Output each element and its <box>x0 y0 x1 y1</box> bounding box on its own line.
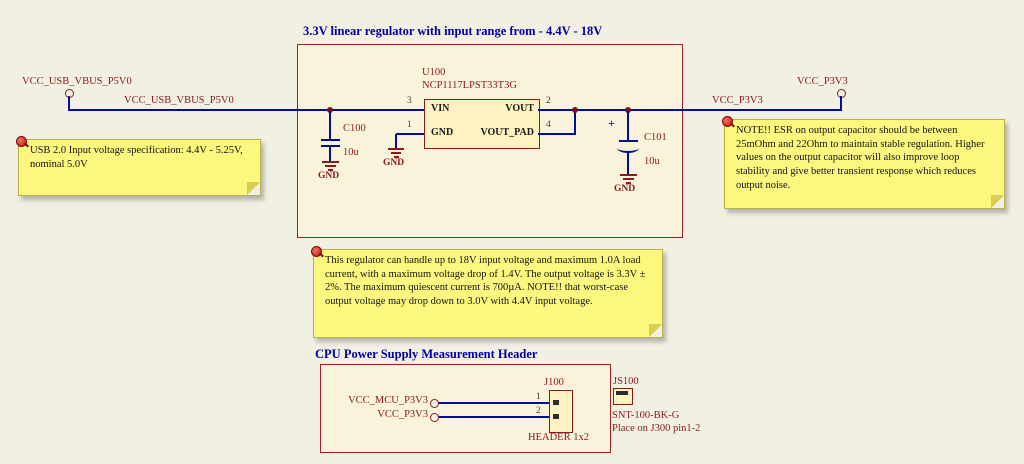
c100-plate-bottom <box>321 145 340 147</box>
pin-number-3: 3 <box>407 96 412 106</box>
mcu-net-terminal-icon[interactable] <box>430 399 439 408</box>
wire-c100-bottom[interactable] <box>329 147 331 161</box>
u100-designator[interactable]: U100 <box>422 67 446 78</box>
note-regulator-limits[interactable]: This regulator can handle up to 18V inpu… <box>311 246 663 338</box>
note-output-esr[interactable]: NOTE!! ESR on output capacitor should be… <box>722 116 1005 209</box>
wire-vout-pad-joint[interactable] <box>574 109 576 135</box>
j100-pin-number-2: 2 <box>536 406 541 416</box>
p3v3-net-label[interactable]: VCC_P3V3 <box>377 409 428 420</box>
js100-part-number[interactable]: SNT-100-BK-G <box>612 410 680 421</box>
gnd-bar <box>620 174 637 176</box>
pin-number-4: 4 <box>546 120 551 130</box>
c100-designator[interactable]: C100 <box>343 123 366 134</box>
gnd-bar <box>394 156 399 158</box>
gnd-bar <box>328 169 333 171</box>
pin-number-1: 1 <box>407 120 412 130</box>
input-net-label[interactable]: VCC_USB_VBUS_P5V0 <box>124 95 234 106</box>
wire-c101-bottom[interactable] <box>627 151 629 174</box>
gnd-label-c100[interactable]: GND <box>318 171 340 181</box>
js100-shunt-bar <box>616 391 628 395</box>
right-port-label[interactable]: VCC_P3V3 <box>797 76 848 87</box>
p3v3-net-terminal-icon[interactable] <box>430 413 439 422</box>
note-pin-icon <box>16 136 27 147</box>
j100-body[interactable] <box>549 390 573 433</box>
wire-left-port-drop[interactable] <box>68 96 70 111</box>
pin-name-vout: VOUT <box>505 103 534 114</box>
c101-designator[interactable]: C101 <box>644 132 667 143</box>
note-usb-input[interactable]: USB 2.0 Input voltage specification: 4.4… <box>16 136 261 196</box>
note-pin-icon <box>722 116 733 127</box>
gnd-label-c101[interactable]: GND <box>614 184 636 194</box>
note-fold-corner-icon <box>649 324 662 337</box>
c101-value[interactable]: 10u <box>644 156 660 167</box>
gnd-bar <box>322 161 339 163</box>
wire-c100-top[interactable] <box>329 111 331 139</box>
u100-body[interactable] <box>424 99 540 149</box>
wire-mcu-net[interactable] <box>437 402 549 404</box>
j100-pad-2 <box>553 414 559 419</box>
wire-gnd-pin-stub[interactable] <box>396 133 424 135</box>
junction-dot-c100 <box>327 107 333 113</box>
note-usb-input-text: USB 2.0 Input voltage specification: 4.4… <box>30 145 243 170</box>
note-output-esr-text: NOTE!! ESR on output capacitor should be… <box>736 125 985 191</box>
j100-pad-1 <box>553 400 559 405</box>
note-pin-icon <box>311 246 322 257</box>
gnd-bar <box>623 178 634 180</box>
gnd-label-pin1[interactable]: GND <box>383 158 405 168</box>
pin-name-gnd: GND <box>431 127 454 138</box>
note-fold-corner-icon <box>991 195 1004 208</box>
j100-comment[interactable]: HEADER 1x2 <box>528 432 589 443</box>
wire-gnd-pin-drop[interactable] <box>395 134 397 148</box>
pin-name-vin: VIN <box>431 103 450 114</box>
c101-plate-top <box>619 140 638 142</box>
header-section-title: CPU Power Supply Measurement Header <box>315 347 538 361</box>
mcu-net-label[interactable]: VCC_MCU_P3V3 <box>348 395 428 406</box>
wire-right-port-drop[interactable] <box>840 96 842 110</box>
js100-placement-note[interactable]: Place on J300 pin1-2 <box>612 423 701 434</box>
pin-number-2: 2 <box>546 96 551 106</box>
gnd-bar <box>325 165 336 167</box>
u100-part-number[interactable]: NCP1117LPST33T3G <box>422 80 517 91</box>
pin-name-vout-pad: VOUT_PAD <box>480 127 534 138</box>
left-port-label[interactable]: VCC_USB_VBUS_P5V0 <box>22 76 132 87</box>
c100-value[interactable]: 10u <box>343 147 359 158</box>
wire-p3v3-net[interactable] <box>437 416 549 418</box>
wire-vout-pad-stub[interactable] <box>538 133 576 135</box>
wire-input-net[interactable] <box>68 109 425 111</box>
c101-polarity-mark: + <box>608 116 615 130</box>
js100-designator[interactable]: JS100 <box>613 376 639 387</box>
j100-designator[interactable]: J100 <box>544 377 564 388</box>
junction-dot-c101 <box>625 107 631 113</box>
c100-plate-top <box>321 139 340 141</box>
gnd-bar <box>391 152 401 154</box>
gnd-bar <box>626 182 631 184</box>
wire-output-net[interactable] <box>538 109 842 111</box>
note-fold-corner-icon <box>247 182 260 195</box>
j100-pin-number-1: 1 <box>536 392 541 402</box>
junction-dot-vout <box>572 107 578 113</box>
output-net-label[interactable]: VCC_P3V3 <box>712 95 763 106</box>
wire-c101-top[interactable] <box>627 111 629 140</box>
regulator-section-title: 3.3V linear regulator with input range f… <box>303 24 603 38</box>
note-regulator-limits-text: This regulator can handle up to 18V inpu… <box>325 255 646 307</box>
gnd-bar <box>388 148 404 150</box>
